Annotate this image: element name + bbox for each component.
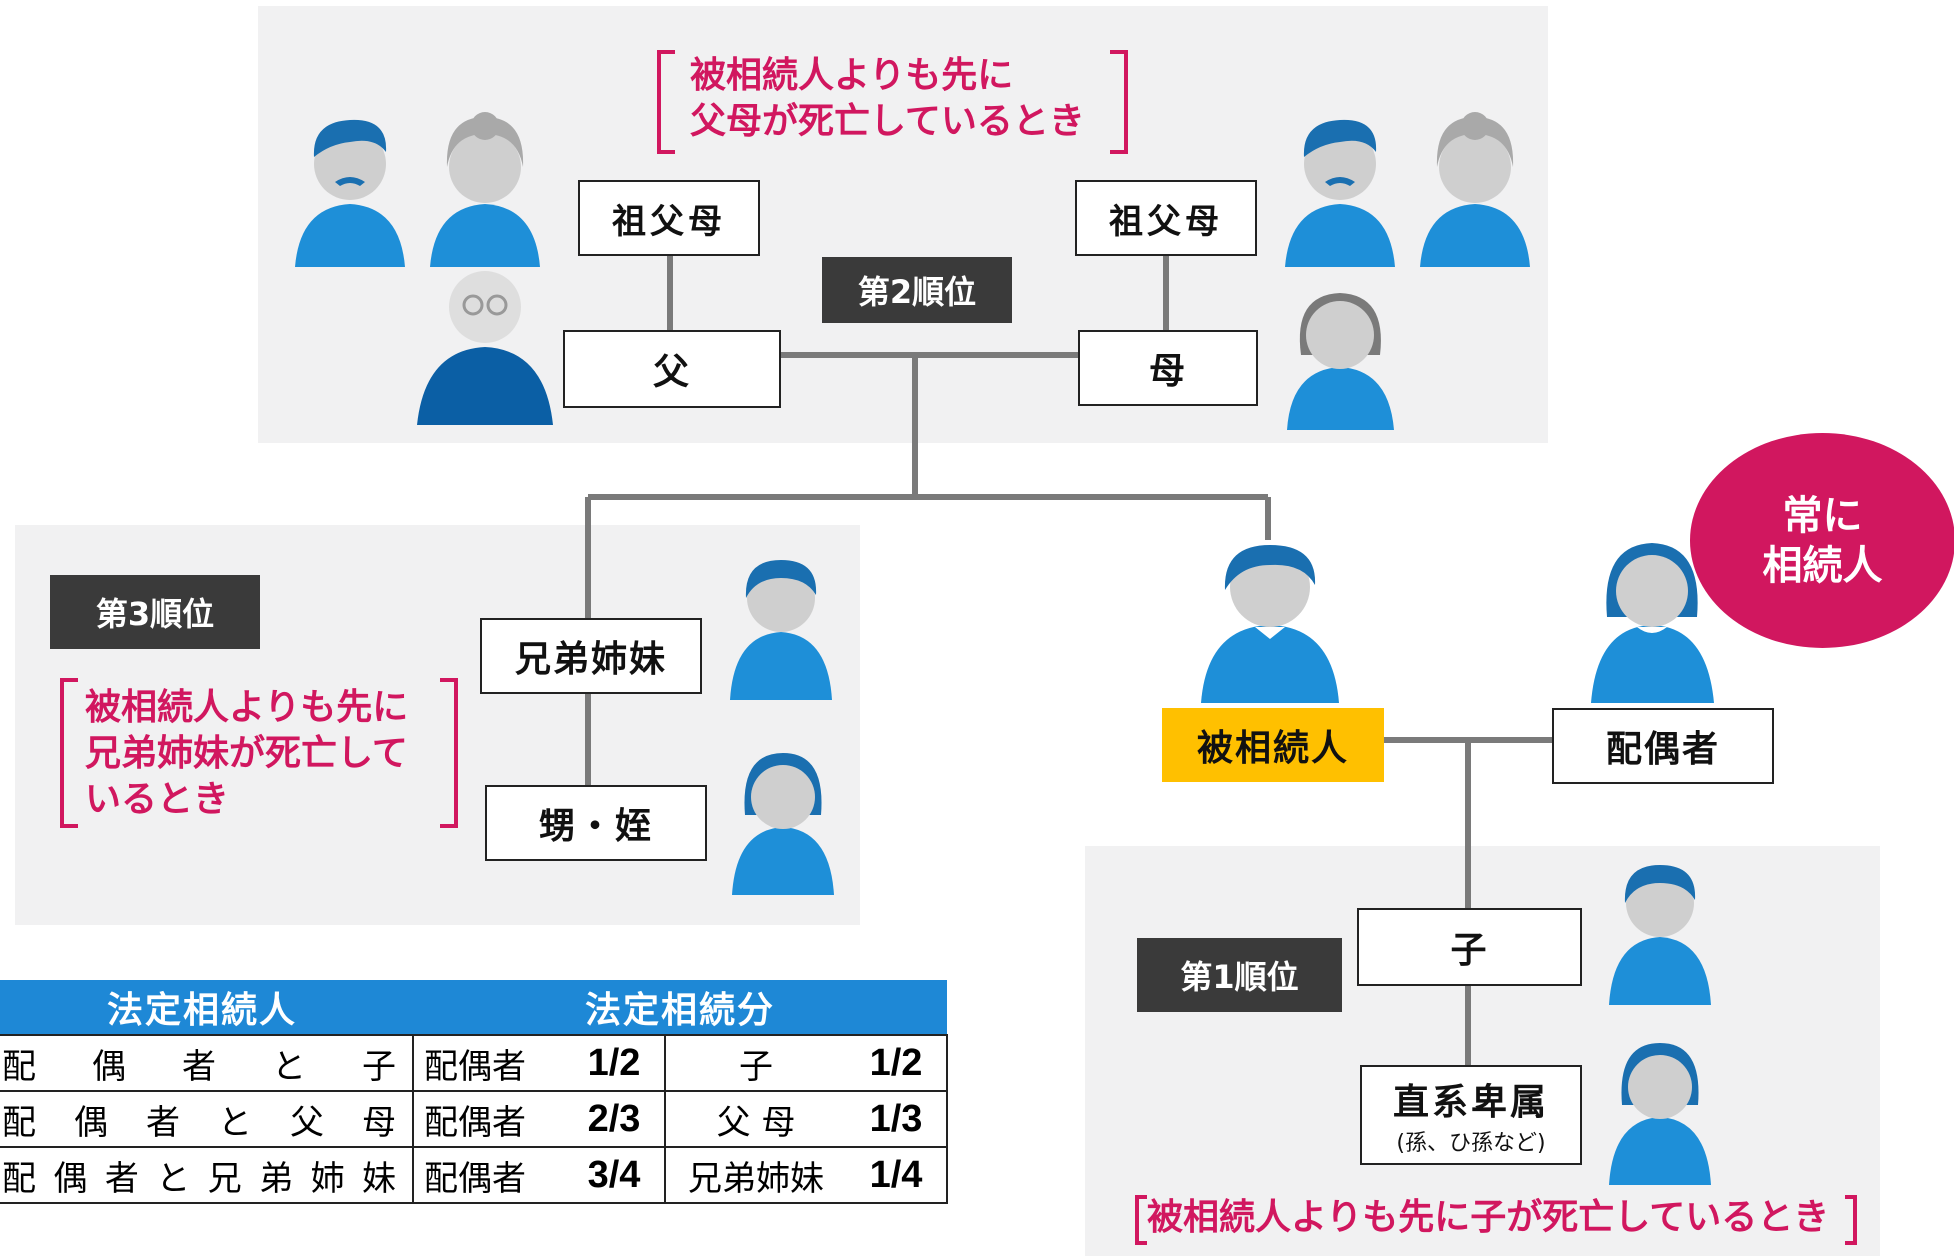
- relation-cell: 配偶者と子: [0, 1034, 414, 1092]
- relation-cell: 配偶者と父母: [0, 1090, 414, 1148]
- spouse-share-cell: 3/4: [564, 1146, 666, 1204]
- relation-cell: 配偶者と兄弟姉妹: [0, 1146, 414, 1204]
- other-label-cell: 子: [664, 1034, 846, 1092]
- grandfather-right-icon: [1285, 119, 1395, 267]
- first-rank-note-bracket-left: [1135, 1195, 1147, 1245]
- spouse-label-cell: 配偶者: [412, 1146, 564, 1204]
- other-share-cell: 1/2: [846, 1034, 948, 1092]
- legal-share-table: 法定相続人 法定相続分 配偶者と子 配偶者 1/2 子 1/2 配偶者と父母 配…: [0, 980, 948, 1204]
- third-rank-note: 被相続人よりも先に 兄弟姉妹が死亡して いるとき: [85, 687, 409, 820]
- child-icon: [1609, 865, 1711, 1005]
- second-rank-label: 第2順位: [822, 257, 1012, 323]
- first-rank-label: 第1順位: [1137, 938, 1342, 1012]
- always-heir-badge: 常に 相続人: [1690, 433, 1954, 648]
- second-rank-note-bracket-left: [657, 50, 675, 154]
- table-header-heirs: 法定相続人: [0, 980, 413, 1035]
- grandmother-right-icon: [1420, 112, 1530, 267]
- first-rank-note: 被相続人よりも先に子が死亡しているとき: [1147, 1197, 1830, 1238]
- mother-icon: [1287, 293, 1394, 430]
- child-box: 子: [1357, 908, 1582, 986]
- father-box: 父: [563, 330, 781, 408]
- mother-box: 母: [1078, 330, 1258, 406]
- other-share-cell: 1/3: [846, 1090, 948, 1148]
- table-row: 配偶者と父母 配偶者 2/3 父 母 1/3: [0, 1090, 948, 1148]
- spouse-icon: [1591, 543, 1714, 703]
- spouse-label-cell: 配偶者: [412, 1034, 564, 1092]
- grandparents-right-box: 祖父母: [1075, 180, 1257, 256]
- grandfather-left-icon: [295, 119, 405, 267]
- niece-icon: [732, 753, 834, 895]
- second-rank-note-bracket-right: [1110, 50, 1128, 154]
- spouse-share-cell: 2/3: [564, 1090, 666, 1148]
- descendants-note: (孫、ひ孫など): [1396, 1131, 1546, 1156]
- other-label-cell: 兄弟姉妹: [664, 1146, 846, 1204]
- descendants-label: 直系卑属: [1392, 1082, 1549, 1123]
- third-rank-note-bracket-left: [60, 678, 78, 828]
- grandmother-left-icon: [430, 112, 540, 267]
- table-row: 配偶者と兄弟姉妹 配偶者 3/4 兄弟姉妹 1/4: [0, 1146, 948, 1204]
- sibling-icon: [730, 560, 832, 700]
- spouse-share-cell: 1/2: [564, 1034, 666, 1092]
- table-header-shares: 法定相続分: [413, 980, 947, 1035]
- grandchild-icon: [1609, 1043, 1711, 1185]
- other-share-cell: 1/4: [846, 1146, 948, 1204]
- decedent-box: 被相続人: [1162, 708, 1384, 782]
- table-row: 配偶者と子 配偶者 1/2 子 1/2: [0, 1034, 948, 1092]
- third-rank-label: 第3順位: [50, 575, 260, 649]
- father-icon: [417, 271, 553, 425]
- first-rank-note-bracket-right: [1845, 1195, 1857, 1245]
- second-rank-note: 被相続人よりも先に 父母が死亡しているとき: [690, 55, 1085, 142]
- descendants-box: 直系卑属 (孫、ひ孫など): [1360, 1065, 1582, 1165]
- spouse-box: 配偶者: [1552, 708, 1774, 784]
- siblings-box: 兄弟姉妹: [480, 618, 702, 694]
- third-rank-note-bracket-right: [440, 678, 458, 828]
- other-label-cell: 父 母: [664, 1090, 846, 1148]
- nephews-box: 甥・姪: [485, 785, 707, 861]
- spouse-label-cell: 配偶者: [412, 1090, 564, 1148]
- grandparents-left-box: 祖父母: [578, 180, 760, 256]
- decedent-icon: [1201, 545, 1339, 703]
